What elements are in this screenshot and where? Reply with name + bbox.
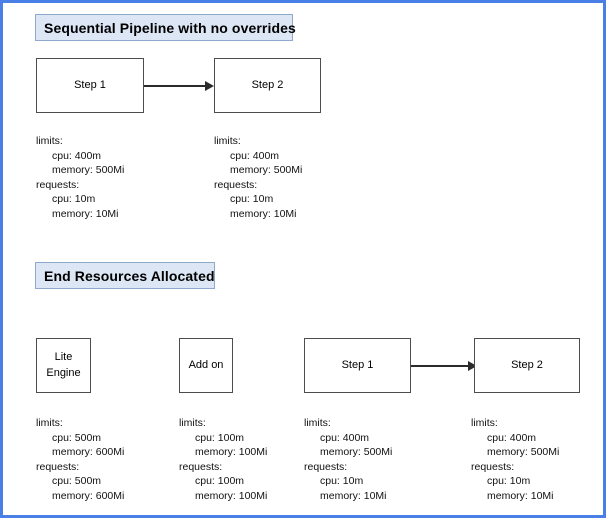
- limits-memory: memory: 500Mi: [230, 164, 303, 177]
- limits-memory: memory: 500Mi: [52, 164, 125, 177]
- limits-cpu: cpu: 400m: [487, 431, 537, 444]
- limits-label: limits:: [179, 417, 206, 429]
- limits-memory: memory: 500Mi: [487, 446, 560, 459]
- requests-memory: memory: 10Mi: [487, 489, 554, 502]
- section-title-end-resources-allocated: End Resources Allocated: [35, 262, 215, 289]
- requests-cpu: cpu: 500m: [52, 475, 102, 488]
- limits-memory: memory: 100Mi: [195, 446, 268, 459]
- limits-cpu: cpu: 100m: [195, 431, 245, 444]
- node-step-2-top[interactable]: Step 2: [214, 58, 321, 113]
- limits-cpu: cpu: 500m: [52, 431, 102, 444]
- arrow-shaft: [411, 365, 469, 367]
- requests-memory: memory: 10Mi: [52, 207, 119, 220]
- limits-label: limits:: [214, 135, 241, 147]
- limits-cpu: cpu: 400m: [230, 149, 280, 162]
- node-label-line2: Engine: [46, 366, 81, 379]
- node-lite-engine[interactable]: Lite Engine: [36, 338, 91, 393]
- node-label: Step 1: [74, 78, 106, 91]
- limits-label: limits:: [471, 417, 498, 429]
- node-label: Step 2: [511, 358, 543, 371]
- requests-memory: memory: 10Mi: [230, 207, 297, 220]
- resources-step-2-bottom: limits: cpu: 400m memory: 500Mi requests…: [471, 416, 559, 504]
- requests-cpu: cpu: 10m: [230, 193, 274, 206]
- arrow-head-icon: [468, 360, 477, 371]
- node-label: Step 1: [341, 358, 374, 371]
- node-label: Add on: [188, 358, 224, 371]
- requests-cpu: cpu: 10m: [487, 475, 531, 488]
- requests-label: requests:: [214, 178, 258, 191]
- requests-memory: memory: 10Mi: [320, 489, 387, 502]
- node-step-2-bottom[interactable]: Step 2: [474, 338, 580, 393]
- node-step-1-top[interactable]: Step 1: [36, 58, 144, 113]
- arrow-head-icon: [205, 80, 214, 91]
- requests-label: requests:: [36, 178, 80, 191]
- resources-step-1-top: limits: cpu: 400m memory: 500Mi requests…: [36, 134, 124, 222]
- limits-cpu: cpu: 400m: [320, 431, 370, 444]
- requests-label: requests:: [304, 460, 348, 473]
- limits-label: limits:: [304, 417, 331, 429]
- arrow-shaft: [144, 85, 206, 87]
- requests-cpu: cpu: 10m: [320, 475, 364, 488]
- resources-add-on: limits: cpu: 100m memory: 100Mi requests…: [179, 416, 267, 504]
- node-step-1-bottom[interactable]: Step 1: [304, 338, 411, 393]
- node-add-on[interactable]: Add on: [179, 338, 233, 393]
- node-label: Step 2: [251, 78, 284, 91]
- limits-memory: memory: 600Mi: [52, 446, 125, 459]
- resources-lite-engine: limits: cpu: 500m memory: 600Mi requests…: [36, 416, 124, 504]
- requests-memory: memory: 100Mi: [195, 489, 268, 502]
- limits-label: limits:: [36, 135, 63, 147]
- node-label-line1: Lite: [54, 350, 73, 363]
- requests-label: requests:: [471, 460, 515, 473]
- requests-cpu: cpu: 100m: [195, 475, 245, 488]
- requests-label: requests:: [179, 460, 223, 473]
- limits-cpu: cpu: 400m: [52, 149, 102, 162]
- requests-label: requests:: [36, 460, 80, 473]
- limits-label: limits:: [36, 417, 63, 429]
- requests-memory: memory: 600Mi: [52, 489, 125, 502]
- requests-cpu: cpu: 10m: [52, 193, 96, 206]
- section-title-sequential-pipeline: Sequential Pipeline with no overrides: [35, 14, 296, 41]
- limits-memory: memory: 500Mi: [320, 446, 393, 459]
- resources-step-1-bottom: limits: cpu: 400m memory: 500Mi requests…: [304, 416, 392, 504]
- resources-step-2-top: limits: cpu: 400m memory: 500Mi requests…: [214, 134, 302, 222]
